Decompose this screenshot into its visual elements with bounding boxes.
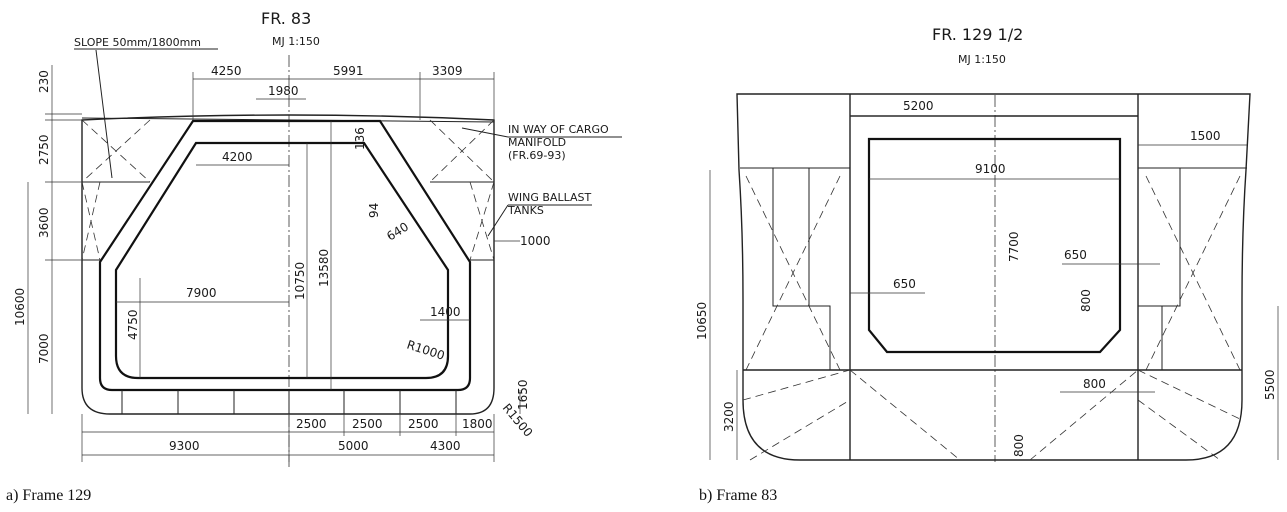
right-wing-diagonals <box>745 175 1241 371</box>
left-dim-7900: 7900 <box>186 286 217 300</box>
right-scale: MJ 1:150 <box>958 53 1006 66</box>
left-dim-4200: 4200 <box>222 150 253 164</box>
left-dim-2750: 2750 <box>37 134 51 165</box>
left-dim-3600: 3600 <box>37 207 51 238</box>
left-dim-1800: 1800 <box>462 417 493 431</box>
right-dim-10650: 10650 <box>695 302 709 340</box>
left-dim-1650: 1650 <box>516 379 530 410</box>
left-dim-4250: 4250 <box>211 64 242 78</box>
note-slope-leader <box>95 49 113 179</box>
right-dim-5500: 5500 <box>1263 369 1277 400</box>
left-dim-9300: 9300 <box>169 439 200 453</box>
right-cargo-tank <box>867 137 1122 354</box>
note-cargo-3: (FR.69-93) <box>508 149 566 162</box>
left-cargo-tank <box>114 141 450 380</box>
left-title: FR. 83 <box>261 9 311 28</box>
left-dim-5000: 5000 <box>338 439 369 453</box>
right-dim-800-b: 800 <box>1012 434 1026 457</box>
left-inner-hull <box>98 119 472 392</box>
right-frame-drawing: FR. 129 1/2 MJ 1:150 5200 1500 9100 7700… <box>695 25 1279 504</box>
note-cargo-1: IN WAY OF CARGO <box>508 123 609 136</box>
right-bottom-girders <box>849 370 1139 460</box>
note-ballast-1: WING BALLAST <box>508 191 591 204</box>
left-dim-136: 136 <box>353 127 367 150</box>
right-dim-800-c: 800 <box>1083 377 1106 391</box>
left-bottom-dim-ticks <box>81 414 495 462</box>
left-scale: MJ 1:150 <box>272 35 320 48</box>
right-trunk-walls <box>849 94 1139 370</box>
left-dim-13580: 13580 <box>317 249 331 287</box>
left-dim-94: 94 <box>367 203 381 218</box>
left-dim-2500-c: 2500 <box>408 417 439 431</box>
left-dim-1400: 1400 <box>430 305 461 319</box>
left-dim-5991: 5991 <box>333 64 364 78</box>
left-dim-230: 230 <box>37 70 51 93</box>
left-dim-10600: 10600 <box>13 288 27 326</box>
left-double-bottom-floors <box>121 390 457 414</box>
right-dim-650-b: 650 <box>1064 248 1087 262</box>
note-cargo-2: MANIFOLD <box>508 136 566 149</box>
left-caption: a) Frame 129 <box>6 487 91 504</box>
left-r1000: R1000 <box>405 338 446 363</box>
right-dim-5200: 5200 <box>903 99 934 113</box>
left-dim-10750: 10750 <box>293 262 307 300</box>
right-dim-7700: 7700 <box>1007 231 1021 262</box>
note-ballast-2: TANKS <box>507 204 544 217</box>
left-dim-2500-b: 2500 <box>352 417 383 431</box>
left-dim-4750: 4750 <box>126 309 140 340</box>
right-dim-650-a: 650 <box>893 277 916 291</box>
right-outer-hull <box>736 93 1251 461</box>
left-vertical-dim-ticks <box>45 113 82 261</box>
left-dim-2500-a: 2500 <box>296 417 327 431</box>
left-dim-7000: 7000 <box>37 333 51 364</box>
right-dim-800-a: 800 <box>1079 289 1093 312</box>
right-dim-1500: 1500 <box>1190 129 1221 143</box>
right-caption: b) Frame 83 <box>699 487 777 504</box>
left-dim-1980: 1980 <box>268 84 299 98</box>
left-frame-drawing: FR. 83 MJ 1:150 4250 5991 3309 1980 42 <box>6 9 622 504</box>
note-ballast-leader <box>487 204 509 237</box>
left-wing-diagonals-stbd <box>429 119 495 261</box>
left-top-dimension-ticks <box>192 72 495 120</box>
left-wing-diagonals-port <box>81 119 151 261</box>
right-dim-3200: 3200 <box>722 401 736 432</box>
left-dim-1000: 1000 <box>520 234 551 248</box>
note-slope: SLOPE 50mm/1800mm <box>74 36 201 49</box>
right-wing-boxes <box>772 168 1181 370</box>
right-bottom-diagonals <box>742 369 1243 461</box>
left-dim-3309: 3309 <box>432 64 463 78</box>
left-outer-hull <box>81 114 495 415</box>
left-dim-640: 640 <box>384 220 411 244</box>
note-cargo-leader <box>461 127 509 138</box>
right-title: FR. 129 1/2 <box>932 25 1023 44</box>
left-dim-4300: 4300 <box>430 439 461 453</box>
right-dim-9100: 9100 <box>975 162 1006 176</box>
